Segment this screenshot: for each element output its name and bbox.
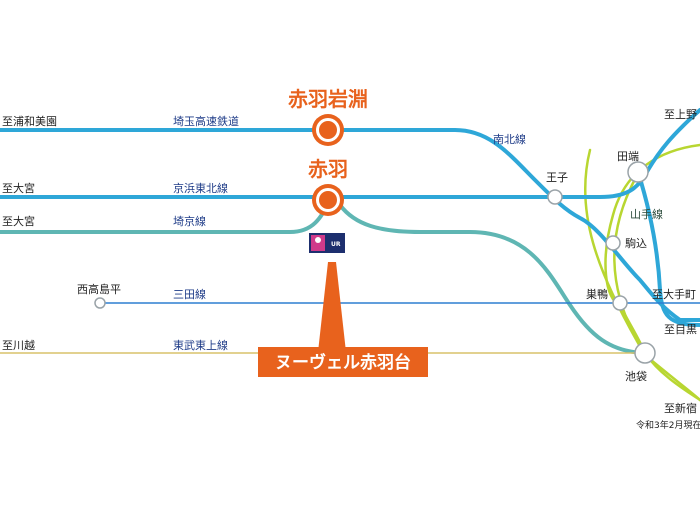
dest-omiya-saikyo: 至大宮 (2, 214, 35, 228)
meguro-branch-line (636, 170, 700, 327)
label-akabane: 赤羽 (308, 157, 348, 181)
station-akabane-core (319, 191, 337, 209)
callout-box (258, 347, 428, 377)
line-label-tobu: 東武東上線 (173, 338, 228, 352)
label-tabata: 田端 (617, 150, 639, 163)
line-label-saitama: 埼玉高速鉄道 (173, 114, 239, 128)
ur-logo-text: UR (331, 241, 341, 248)
dest-ueno: 至上野 (664, 108, 697, 121)
label-oji: 王子 (546, 171, 568, 184)
station-sugamo-marker (612, 295, 628, 311)
label-nishitakashimadaira: 西高島平 (77, 282, 121, 296)
line-label-nanboku: 南北線 (493, 132, 526, 146)
ur-logo: UR (309, 233, 345, 253)
line-label-mita: 三田線 (173, 287, 206, 301)
label-komagome: 駒込 (625, 237, 647, 250)
label-akabane-iwabuchi: 赤羽岩淵 (288, 87, 368, 111)
station-komagome-marker (605, 235, 621, 251)
line-label-yamanote: 山手線 (630, 207, 663, 221)
dest-meguro: 至目黒 (664, 323, 697, 336)
dest-otemachi: 至大手町 (652, 287, 696, 301)
line-label-saikyo: 埼京線 (173, 214, 206, 228)
station-oji-marker (547, 189, 563, 205)
callout-pointer (318, 262, 346, 352)
dest-urawa: 至浦和美園 (2, 115, 57, 128)
station-akabane-iwabuchi-core (319, 121, 337, 139)
yamanote-line-arc (604, 143, 700, 402)
line-label-keihin: 京浜東北線 (173, 181, 228, 195)
saitama-railway-line (0, 128, 700, 322)
dest-kawagoe: 至川越 (2, 338, 35, 352)
yamanote-line (583, 148, 700, 402)
keihin-tohoku-line (0, 108, 700, 199)
label-sugamo: 巣鴨 (586, 287, 608, 301)
dest-shinjuku: 至新宿 (664, 401, 697, 415)
station-nishitakashimadaira-marker (94, 297, 106, 309)
station-ikebukuro-marker (634, 342, 656, 364)
date-note: 令和3年2月現在 (636, 419, 700, 431)
dest-omiya-keihin: 至大宮 (2, 181, 35, 195)
callout-label: ヌーヴェル赤羽台 (275, 352, 411, 373)
label-ikebukuro: 池袋 (625, 369, 647, 383)
station-tabata-marker (627, 161, 649, 183)
